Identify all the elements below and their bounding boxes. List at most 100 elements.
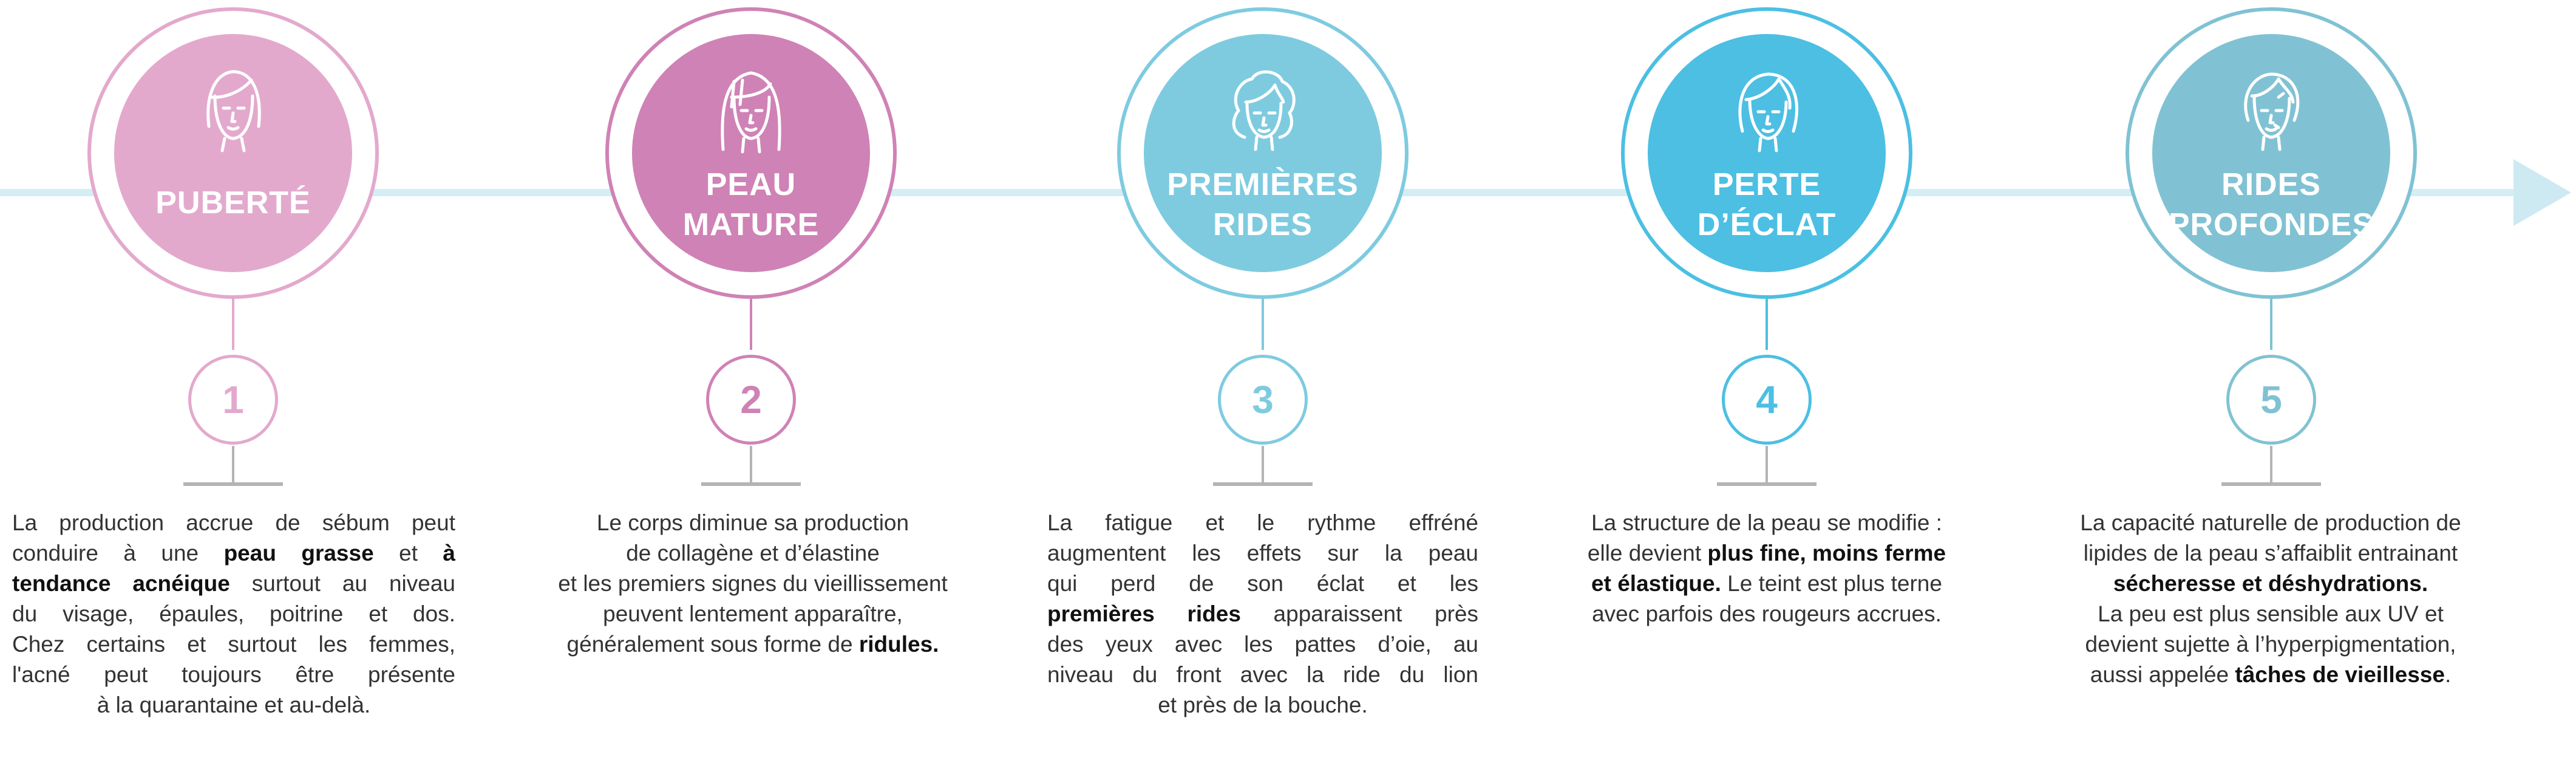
description-line: à la quarantaine et au-delà.	[12, 690, 455, 720]
description-text: La structure de la peau se modifie :	[1591, 510, 1942, 535]
step-number-badge: 3	[1218, 355, 1308, 445]
stage-title-line: PUBERTÉ	[155, 185, 311, 221]
stem-connector	[2270, 299, 2272, 350]
description-line: aussi appelée tâches de vieillesse.	[2052, 660, 2489, 690]
stem-connector-bottom	[2270, 446, 2272, 482]
woman-face-bob-icon	[1738, 72, 1799, 152]
description-text: et les premiers signes du vieillissement	[558, 571, 948, 596]
step-number: 4	[1756, 378, 1778, 422]
description-emphasis: ridules.	[858, 632, 939, 657]
step-number: 2	[740, 378, 762, 422]
description-text: La peu est plus sensible aux UV et	[2098, 601, 2444, 626]
description-emphasis: sécheresse et déshydrations.	[2113, 571, 2428, 596]
description-line: niveau du front avec la ride du lion	[1047, 660, 1478, 690]
description-line: des yeux avec les pattes d’oie, au	[1047, 629, 1478, 660]
description-text: La capacité naturelle de production de	[2080, 510, 2461, 535]
description-text: .	[2444, 662, 2452, 687]
step-divider-bar	[701, 482, 801, 486]
stage-disc: RIDES PROFONDES	[2152, 34, 2390, 272]
step-number-badge: 5	[2226, 355, 2316, 445]
stage-title-line: RIDES	[2221, 167, 2321, 202]
description-text: elle devient	[1587, 541, 1708, 566]
description-line: La production accrue de sébum peut	[12, 508, 455, 538]
stage-title: PREMIÈRES RIDES	[1144, 165, 1382, 245]
description-emphasis: tendance acnéique	[12, 571, 230, 596]
stage-ring: PUBERTÉ	[87, 7, 379, 299]
stage-title: PUBERTÉ	[114, 183, 352, 223]
stage-title-line: PERTE	[1712, 167, 1821, 202]
stage-disc: PEAU MATURE	[632, 34, 870, 272]
step-divider-bar	[2221, 482, 2321, 486]
description-line: tendance acnéique surtout au niveau	[12, 569, 455, 599]
step-description: Le corps diminue sa production de collagè…	[522, 508, 984, 660]
description-line: lipides de la peau s’affaiblit entrainan…	[2052, 538, 2489, 569]
step-divider-bar	[1213, 482, 1313, 486]
stage-ring: RIDES PROFONDES	[2126, 7, 2417, 299]
description-text: qui perd de son éclat et les	[1047, 571, 1478, 596]
description-line: généralement sous forme de ridules.	[522, 629, 984, 660]
stage-title-line: MATURE	[682, 207, 820, 242]
description-text: Chez certains et surtout les femmes,	[12, 632, 455, 657]
description-text: de collagène et d’élastine	[626, 541, 880, 566]
step-number: 3	[1252, 378, 1274, 422]
stage-title-line: PREMIÈRES	[1167, 167, 1359, 202]
stage-title: PEAU MATURE	[632, 165, 870, 245]
description-emphasis: et élastique.	[1591, 571, 1721, 596]
stage-title-line: PEAU	[705, 167, 797, 202]
stage-title: RIDES PROFONDES	[2152, 165, 2390, 245]
description-line: La structure de la peau se modifie :	[1554, 508, 1979, 538]
description-text: et près de la bouche.	[1158, 692, 1368, 717]
stem-connector-bottom	[1765, 446, 1768, 482]
timeline-arrow-icon	[2513, 159, 2571, 226]
step-number: 1	[222, 378, 244, 422]
stage-ring: PREMIÈRES RIDES	[1117, 7, 1409, 299]
woman-face-short-hair-icon	[2244, 72, 2300, 151]
description-emphasis: peau grasse	[223, 541, 374, 566]
description-text: des yeux avec les pattes d’oie, au	[1047, 632, 1478, 657]
description-line: et les premiers signes du vieillissement	[522, 569, 984, 599]
description-line: et près de la bouche.	[1047, 690, 1478, 720]
description-emphasis: plus fine, moins ferme	[1707, 541, 1946, 566]
stage-title: PERTE D’ÉCLAT	[1648, 165, 1886, 245]
stage-ring: PERTE D’ÉCLAT	[1621, 7, 1912, 299]
description-line: La fatigue et le rythme effréné	[1047, 508, 1478, 538]
stem-connector	[232, 299, 234, 350]
step-divider-bar	[1717, 482, 1816, 486]
stage-title-line: PROFONDES	[2168, 207, 2374, 242]
description-text: généralement sous forme de	[566, 632, 859, 657]
stem-connector-bottom	[1262, 446, 1264, 482]
description-text: peuvent lentement apparaître,	[603, 601, 903, 626]
description-line: elle devient plus fine, moins ferme	[1554, 538, 1979, 569]
description-text: lipides de la peau s’affaiblit entrainan…	[2083, 541, 2458, 566]
stage-title-line: RIDES	[1213, 207, 1313, 242]
stem-connector-bottom	[232, 446, 234, 482]
step-number: 5	[2260, 378, 2282, 422]
stage-disc: PREMIÈRES RIDES	[1144, 34, 1382, 272]
stem-connector	[1262, 299, 1264, 350]
stage-ring: PEAU MATURE	[605, 7, 897, 299]
description-text: aussi appelée	[2090, 662, 2235, 687]
description-line: avec parfois des rougeurs accrues.	[1554, 599, 1979, 629]
description-line: du visage, épaules, poitrine et dos.	[12, 599, 455, 629]
description-line: conduire à une peau grasse et à	[12, 538, 455, 569]
step-number-badge: 1	[188, 355, 278, 445]
description-emphasis: tâches de vieillesse	[2235, 662, 2445, 687]
description-line: La peu est plus sensible aux UV et	[2052, 599, 2489, 629]
woman-face-wavy-hair-icon	[1232, 70, 1296, 151]
description-text: Le corps diminue sa production	[596, 510, 909, 535]
description-line: augmentent les effets sur la peau	[1047, 538, 1478, 569]
description-text: avec parfois des rougeurs accrues.	[1592, 601, 1942, 626]
woman-face-bangs-icon	[206, 70, 261, 152]
description-line: La capacité naturelle de production de	[2052, 508, 2489, 538]
woman-face-long-hair-icon	[721, 71, 781, 154]
stem-connector-bottom	[750, 446, 752, 482]
description-line: premières rides apparaissent près	[1047, 599, 1478, 629]
description-line: qui perd de son éclat et les	[1047, 569, 1478, 599]
description-line: devient sujette à l’hyperpigmentation,	[2052, 629, 2489, 660]
description-line: peuvent lentement apparaître,	[522, 599, 984, 629]
description-text: du visage, épaules, poitrine et dos.	[12, 601, 455, 626]
stage-title-line: D’ÉCLAT	[1697, 207, 1837, 242]
description-text: et	[373, 541, 443, 566]
